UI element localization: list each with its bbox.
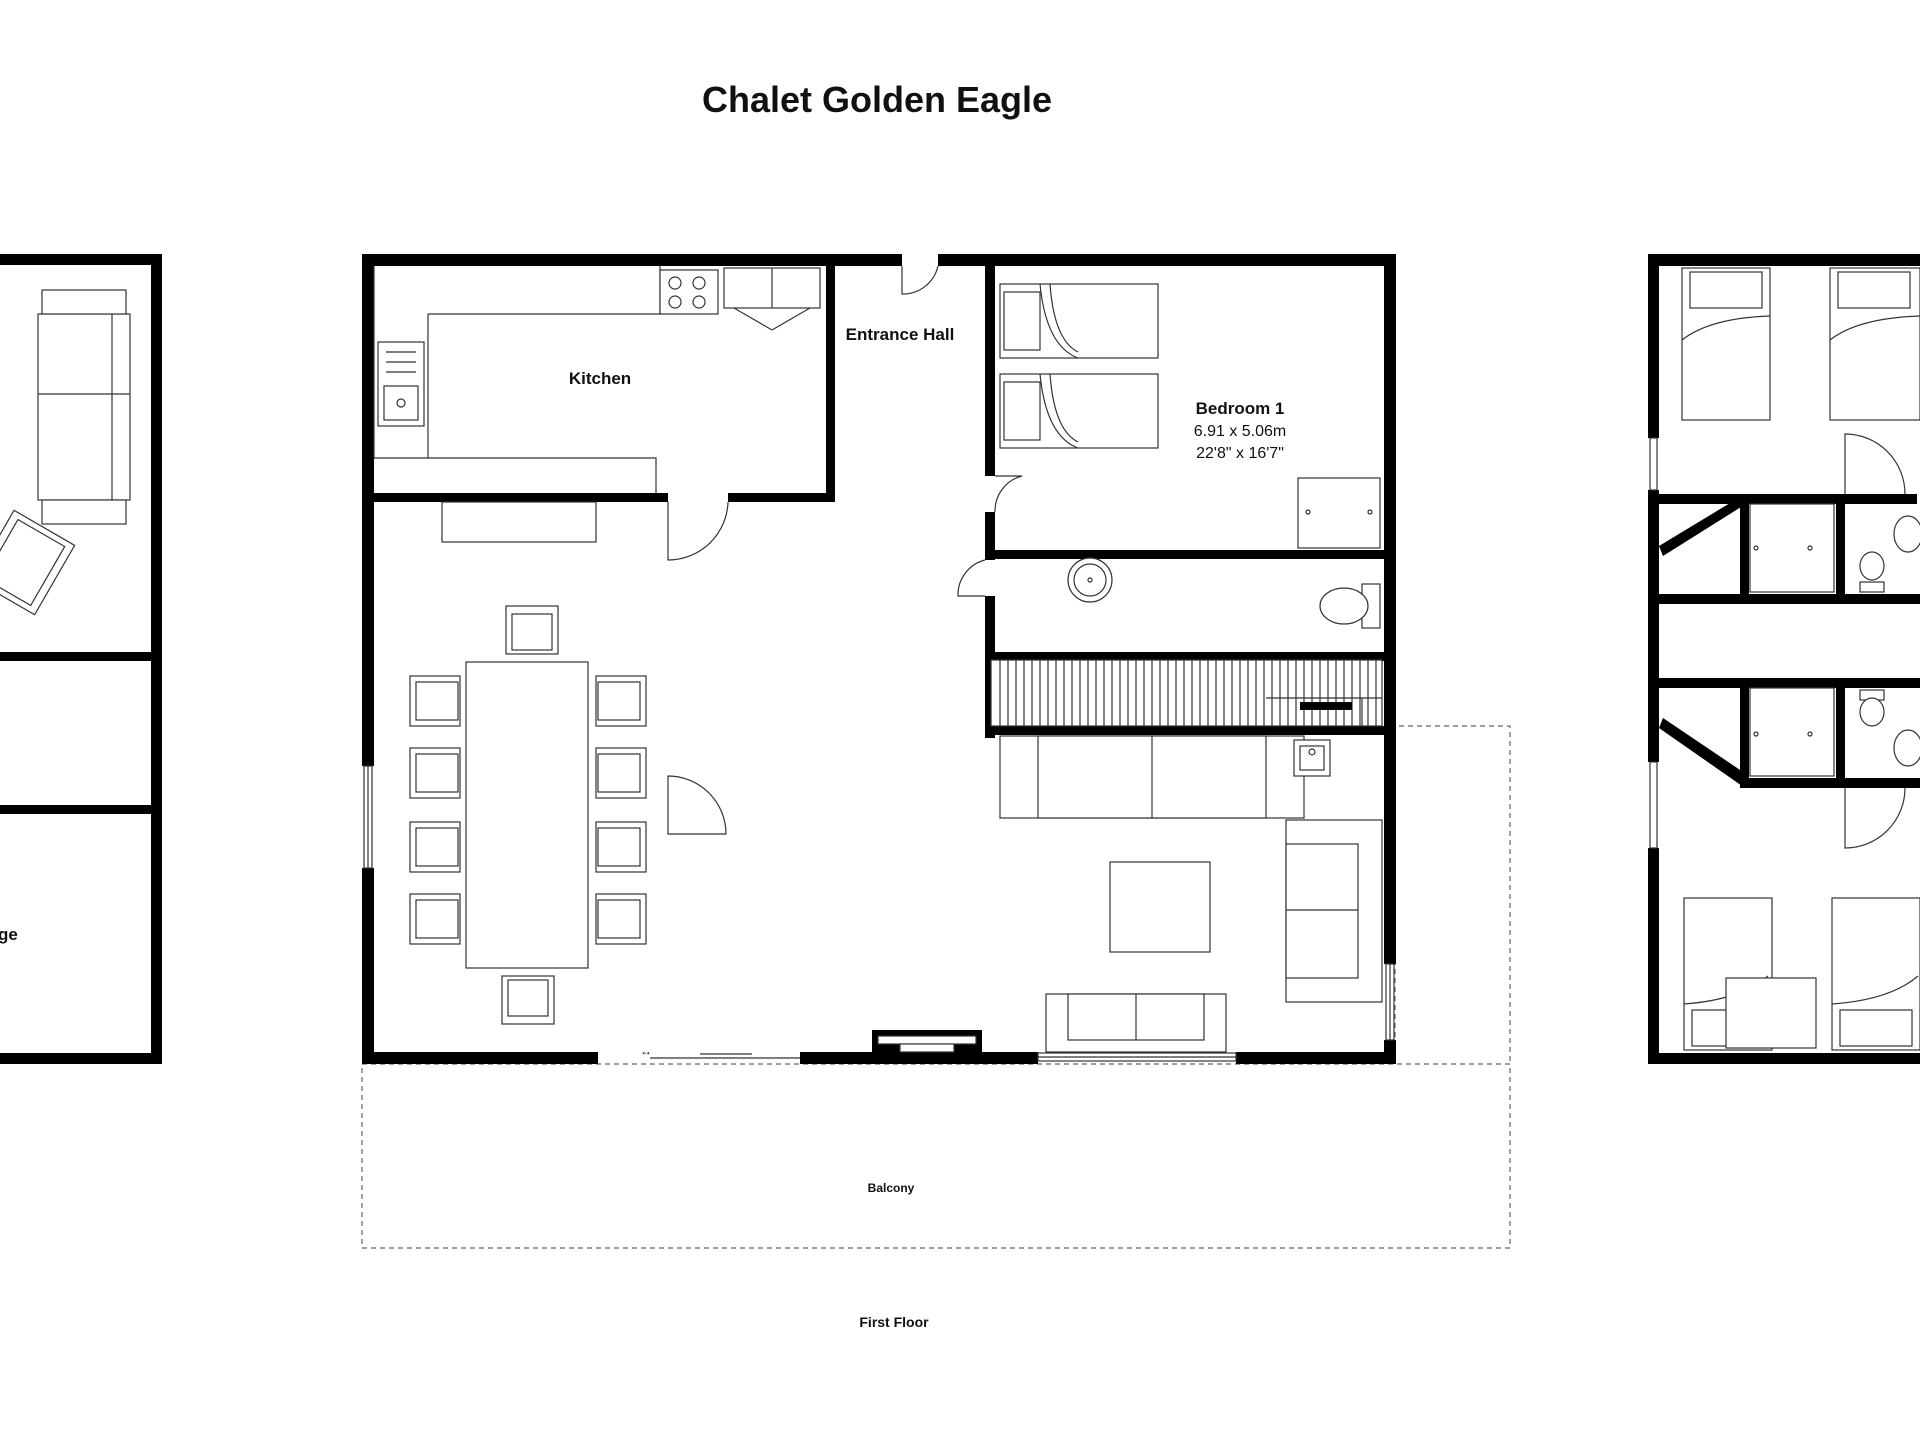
interior-door-icon — [667, 775, 727, 835]
chair-icon — [595, 747, 647, 799]
chair-icon — [501, 975, 555, 1025]
balcony-outline — [361, 1063, 1511, 1249]
single-bed-icon — [1681, 267, 1771, 421]
single-bed-icon — [1831, 897, 1920, 1051]
armchair-icon — [0, 509, 76, 616]
sofa-icon — [1285, 819, 1383, 1003]
toilet-icon — [1859, 689, 1885, 727]
entrance-door-icon — [901, 265, 939, 295]
chair-icon — [595, 821, 647, 873]
chair-icon — [505, 605, 559, 655]
chair-icon — [595, 675, 647, 727]
svg-text:↔: ↔ — [640, 1044, 652, 1058]
main-plan: Balcony ↔ — [361, 254, 1511, 1249]
chair-icon — [409, 893, 461, 945]
washbasin-icon — [1067, 557, 1113, 603]
chair-icon — [409, 675, 461, 727]
dining-chairs — [409, 605, 647, 1025]
plan-title: Chalet Golden Eagle — [702, 79, 1052, 120]
sliding-door-icon: ↔ — [640, 1044, 800, 1059]
single-bed-icon — [999, 283, 1159, 359]
shower-icon — [1297, 477, 1381, 549]
bedroom1-label: Bedroom 1 — [1196, 399, 1285, 418]
sofa-icon — [999, 735, 1305, 819]
hob-icon — [659, 269, 719, 315]
left-partial-plan: ge — [0, 254, 162, 1064]
shower-icon — [1749, 687, 1835, 777]
sideboard — [441, 501, 597, 543]
dining-table — [465, 661, 589, 969]
sofa-icon — [1045, 993, 1227, 1053]
door-icon — [1844, 433, 1906, 495]
fireplace-icon — [872, 1030, 982, 1054]
left-room-label: ge — [0, 925, 18, 944]
washbasin-icon — [1893, 729, 1920, 767]
shower-icon — [1725, 977, 1817, 1049]
single-bed-icon — [1829, 267, 1920, 421]
side-table-icon — [1293, 739, 1331, 777]
staircase-icon — [990, 659, 1383, 727]
washbasin-icon — [1893, 515, 1920, 553]
chair-icon — [409, 821, 461, 873]
balcony-label: Balcony — [868, 1181, 915, 1195]
bedroom1-metric: 6.91 x 5.06m — [1194, 423, 1287, 440]
shower-icon — [1749, 503, 1835, 593]
single-bed-icon — [999, 373, 1159, 449]
coffee-table — [1109, 861, 1211, 953]
chair-icon — [595, 893, 647, 945]
bathroom-door-icon — [957, 559, 986, 597]
bedroom1-imperial: 22'8" x 16'7" — [1196, 445, 1284, 462]
right-partial-plan — [1648, 254, 1920, 1064]
sofa-icon — [37, 289, 131, 525]
bedroom-door-icon — [994, 475, 1023, 513]
floor-label: First Floor — [859, 1314, 929, 1330]
toilet-icon — [1859, 551, 1885, 593]
kitchen-door-icon — [667, 501, 729, 561]
fridge-icon — [723, 267, 821, 331]
entrance-hall-label: Entrance Hall — [846, 325, 955, 344]
toilet-icon — [1319, 583, 1381, 629]
chair-icon — [409, 747, 461, 799]
door-icon — [1844, 787, 1906, 849]
sink-icon — [377, 341, 425, 427]
kitchen-label: Kitchen — [569, 369, 631, 388]
